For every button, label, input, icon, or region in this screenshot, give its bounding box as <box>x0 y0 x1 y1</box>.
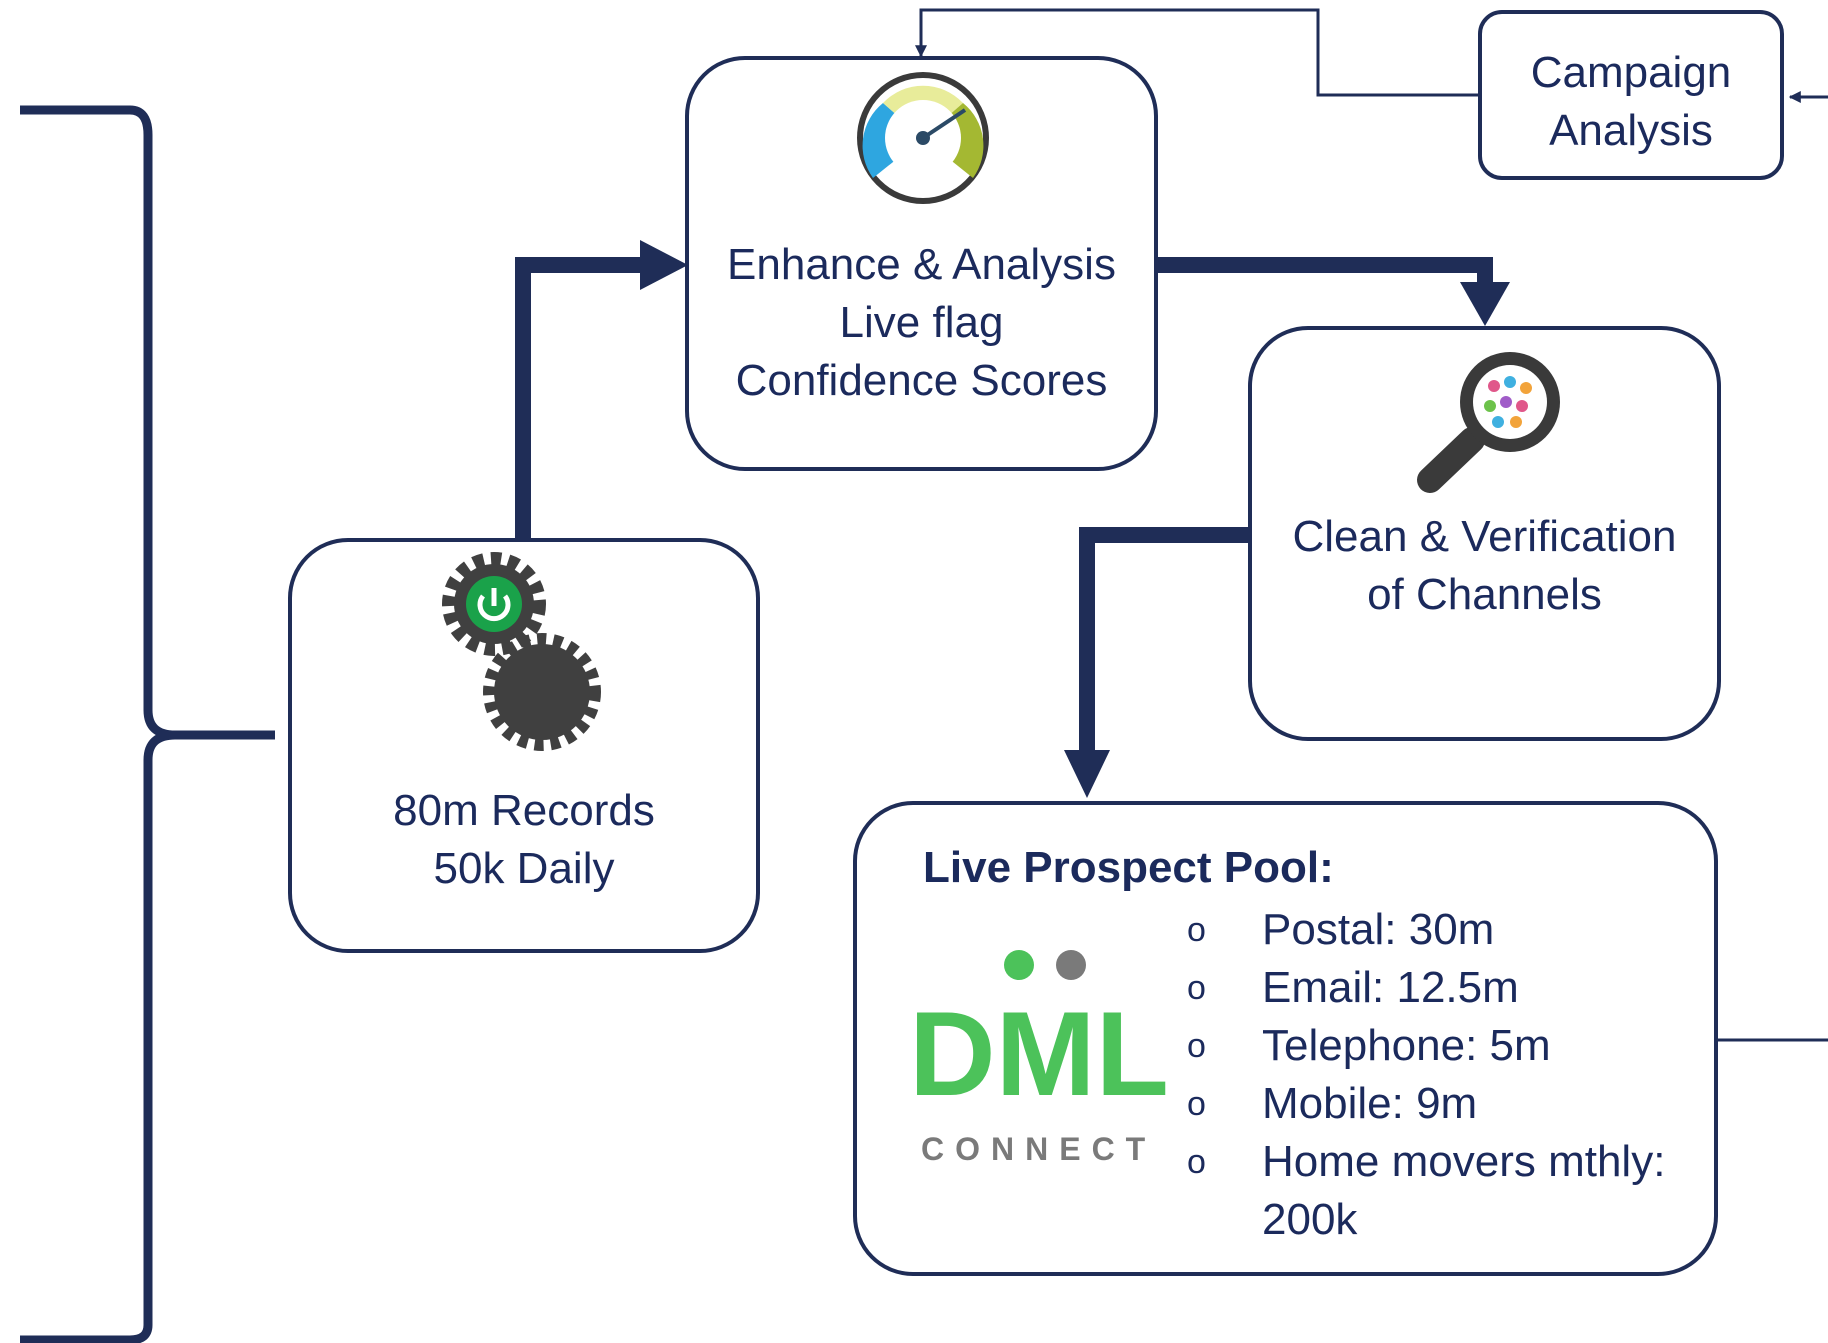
records-label: 80m Records 50k Daily <box>292 782 756 898</box>
list-item: o Telephone: 5m <box>1187 1017 1687 1075</box>
stat-telephone: Telephone: 5m <box>1262 1021 1551 1070</box>
clean-verification-label: Clean & Verification of Channels <box>1252 508 1717 624</box>
connector-records-to-enhance <box>515 257 645 538</box>
enhance-analysis-box: Enhance & Analysis Live flag Confidence … <box>685 56 1158 471</box>
list-item: o Mobile: 9m <box>1187 1075 1687 1133</box>
stat-postal: Postal: 30m <box>1262 905 1495 954</box>
records-line-1: 80m Records <box>393 786 655 835</box>
arrowhead-enhance <box>640 240 688 290</box>
records-line-2: 50k Daily <box>433 844 615 893</box>
speedometer-icon <box>857 72 989 204</box>
connector-enhance-to-clean <box>1158 257 1493 285</box>
stat-email: Email: 12.5m <box>1262 963 1519 1012</box>
campaign-line-2: Analysis <box>1549 106 1713 155</box>
connector-campaign-to-enhance <box>915 8 1478 97</box>
arrowhead-pool <box>1064 750 1110 798</box>
clean-line-2: of Channels <box>1367 570 1602 619</box>
arrowhead-clean <box>1460 282 1510 326</box>
bullet-icon: o <box>1187 1143 1206 1181</box>
stat-mobile: Mobile: 9m <box>1262 1079 1478 1128</box>
records-box: 80m Records 50k Daily <box>288 538 760 953</box>
enhance-line-1: Enhance & Analysis <box>727 240 1116 289</box>
bullet-icon: o <box>1187 969 1206 1007</box>
list-item: o Postal: 30m <box>1187 901 1687 959</box>
gears-power-icon <box>442 552 601 751</box>
campaign-analysis-box: Campaign Analysis <box>1478 10 1784 180</box>
enhance-analysis-label: Enhance & Analysis Live flag Confidence … <box>689 236 1154 410</box>
enhance-line-2: Live flag <box>839 298 1004 347</box>
bullet-icon: o <box>1187 1085 1206 1123</box>
connector-clean-to-pool <box>1079 527 1248 755</box>
campaign-analysis-label: Campaign Analysis <box>1482 44 1780 160</box>
prospect-pool-title: Live Prospect Pool: <box>923 843 1334 892</box>
bullet-icon: o <box>1187 911 1206 949</box>
magnifier-people-icon <box>1417 352 1560 493</box>
logo-sub-text: CONNECT <box>921 1131 1156 1167</box>
prospect-pool-box: Live Prospect Pool: DML CONNECT o Postal:… <box>853 801 1718 1276</box>
list-item: o Home movers mthly: 200k <box>1187 1133 1687 1249</box>
enhance-line-3: Confidence Scores <box>735 356 1108 405</box>
bullet-icon: o <box>1187 1027 1206 1065</box>
stat-home-movers: Home movers mthly: 200k <box>1262 1137 1666 1244</box>
curly-brace <box>20 105 275 1343</box>
clean-line-1: Clean & Verification <box>1292 512 1677 561</box>
dml-connect-logo: DML CONNECT <box>909 950 1169 1167</box>
list-item: o Email: 12.5m <box>1187 959 1687 1017</box>
campaign-line-1: Campaign <box>1530 48 1732 97</box>
clean-verification-box: Clean & Verification of Channels <box>1248 326 1721 741</box>
logo-main-text: DML <box>909 987 1169 1121</box>
